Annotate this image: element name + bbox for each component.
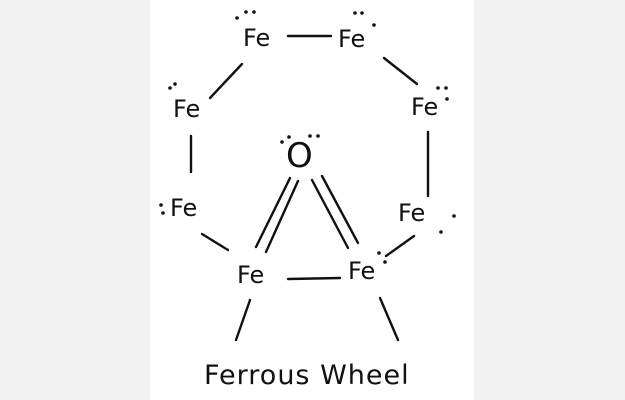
bond-top-right [382,56,419,86]
fe-bottom-left-label: Fe [237,261,264,289]
fe-left-lower-label: Fe [170,194,197,222]
fe-right-lower-label: Fe [398,199,425,227]
fe-right-upper-label: Fe [411,93,438,121]
diagram-caption: Ferrous Wheel [204,360,410,391]
bond-bottom-left [200,232,230,252]
stand-leg-right [378,296,400,342]
double-bond-right-b [320,174,360,245]
bond-bottom [286,276,342,281]
stand-leg-left [234,298,252,342]
oxygen-label: O [286,136,313,176]
double-bond-right-a [310,178,350,250]
bond-top-left [208,62,244,100]
fe-top-left-label: Fe [243,24,270,52]
fe-left-upper-label: Fe [173,95,200,123]
double-bond-left-b [264,179,300,254]
bond-right-bottom [384,234,416,258]
electron-dots [159,10,456,264]
fe-top-right-label: Fe [338,25,365,53]
fe-bottom-right-label: Fe [348,257,375,285]
double-bond-left-a [254,176,292,249]
paper-sheet [150,0,474,400]
